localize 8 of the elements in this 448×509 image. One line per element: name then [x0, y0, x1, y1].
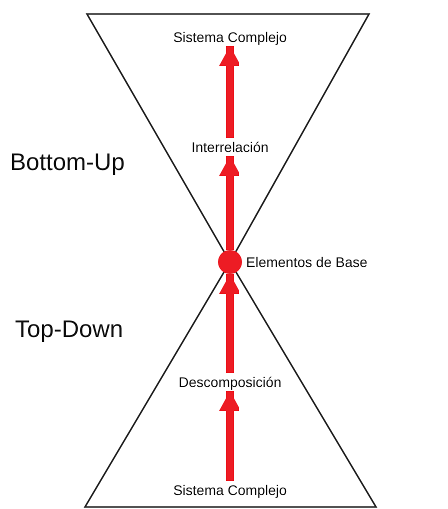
arrow: [219, 46, 241, 138]
direction-label: Top-Down: [15, 316, 124, 344]
circle-caption: Elementos de Base: [246, 254, 368, 270]
base-circle: [218, 250, 242, 274]
arrow: [219, 391, 241, 481]
arrow: [219, 156, 241, 250]
arrow: [219, 274, 241, 373]
direction-label: Bottom-Up: [10, 149, 125, 177]
